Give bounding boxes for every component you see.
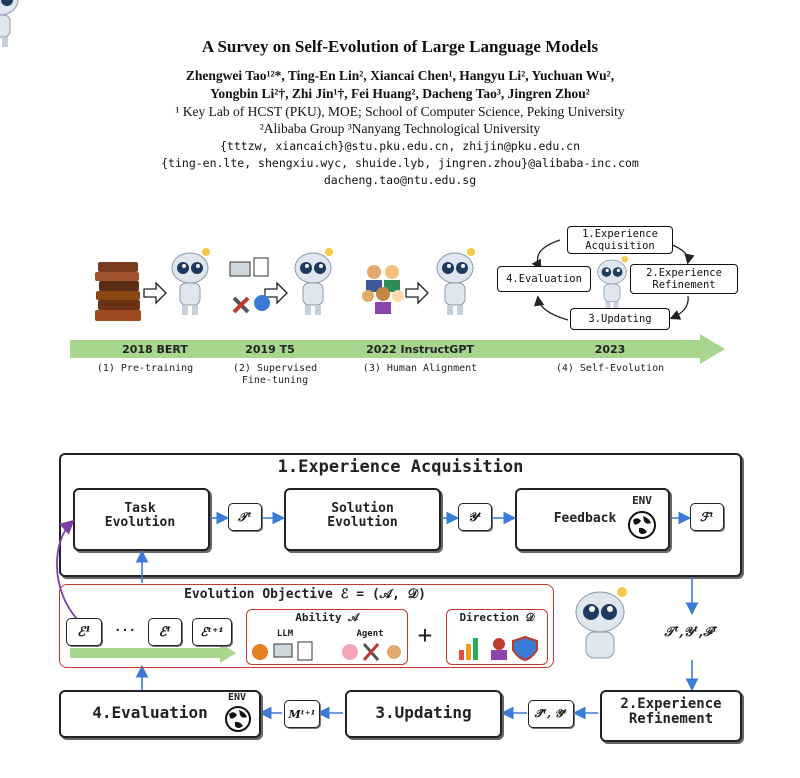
- tyf-symbols: 𝒯ᵗ,𝒴ᵗ,ℱᵗ: [664, 625, 718, 640]
- solution-evolution-box: [284, 488, 441, 551]
- email-line-2: {ting-en.lte, shengxiu.wyc, shuide.lyb, …: [161, 156, 639, 170]
- people-icon: [362, 265, 404, 314]
- authors-line-1: Zhengwei Tao¹²*, Ting-En Lin², Xiancai C…: [185, 68, 615, 83]
- updating-label: 3.Updating: [375, 703, 472, 722]
- refined-symbols: 𝒯̃ᵗ, 𝒴̃ᵗ: [528, 700, 574, 728]
- objective-et1: ℰᵗ⁺¹: [192, 618, 232, 646]
- timeline-graphics: [70, 239, 725, 364]
- task-evolution-label: Task Evolution: [104, 501, 176, 531]
- direction-label: Direction 𝒟: [459, 611, 535, 624]
- model-symbol: Mᵗ⁺¹: [284, 700, 320, 728]
- agent-label: Agent: [356, 629, 384, 639]
- solution-evolution-label: Solution Evolution: [327, 501, 398, 531]
- stage-label-1: (1) Pre-training: [96, 363, 194, 374]
- books-icon: [95, 262, 141, 321]
- objective-dots: ···: [114, 623, 136, 637]
- stage-year-2: 2019 T5: [245, 343, 295, 356]
- affiliation-1: ¹ Key Lab of HCST (PKU), MOE; School of …: [175, 104, 625, 119]
- direction-icons: [459, 635, 538, 662]
- acquisition-title: 1.Experience Acquisition: [277, 457, 524, 477]
- env-label-top: ENV: [632, 494, 652, 507]
- affiliation-2: ²Alibaba Group ³Nanyang Technological Un…: [259, 121, 541, 136]
- ability-box: [246, 609, 408, 665]
- env-label-bottom: ENV: [227, 692, 247, 703]
- feedback-box: [515, 488, 670, 551]
- evaluation-label: 4.Evaluation: [92, 703, 208, 722]
- stage-label-4: (4) Self-Evolution: [555, 363, 665, 374]
- objective-et: ℰᵗ: [148, 618, 182, 646]
- paper-title: A Survey on Self-Evolution of Large Lang…: [201, 37, 599, 56]
- robot-icons: [0, 0, 629, 316]
- email-line-1: {tttzw, xiancaich}@stu.pku.edu.cn, zhiji…: [219, 139, 581, 153]
- plus-sign: +: [417, 621, 433, 649]
- symbol-feedback: ℱᵗ: [690, 503, 724, 531]
- ability-icons: [252, 641, 401, 661]
- objective-title: Evolution Objective ℰ = (𝒜, 𝒟): [184, 587, 426, 602]
- direction-box: [446, 609, 548, 665]
- authors-line-2: Yongbin Li²†, Zhi Jin¹†, Fei Huang², Dac…: [210, 86, 590, 101]
- stage-year-3: 2022 InstructGPT: [366, 343, 474, 356]
- globe-icon: [225, 706, 251, 732]
- symbol-task: 𝒯ᵗ: [228, 503, 262, 531]
- cycle-step-refinement: 2.Experience Refinement: [630, 264, 738, 294]
- cycle-step-updating: 3.Updating: [570, 308, 670, 330]
- stage-label-2: (2) Supervised Fine-tuning: [232, 363, 318, 386]
- stage-label-3: (3) Human Alignment: [362, 363, 478, 374]
- ability-label: Ability 𝒜: [295, 611, 359, 624]
- cycle-step-evaluation: 4.Evaluation: [497, 266, 591, 292]
- objective-e1: ℰ¹: [66, 618, 102, 646]
- updating-box: [345, 690, 502, 738]
- stage-year-4: 2023: [594, 343, 626, 356]
- sft-icons: [229, 257, 270, 314]
- cycle-step-acquisition: 1.Experience Acquisition: [567, 226, 673, 254]
- refinement-label: 2.Experience Refinement: [620, 696, 722, 728]
- globe-icon: [628, 511, 656, 539]
- stage-year-1: 2018 BERT: [122, 343, 188, 356]
- robot-icon: [575, 587, 627, 659]
- feedback-label: Feedback: [553, 511, 617, 526]
- objective-panel: [59, 584, 554, 668]
- refinement-box: [600, 690, 742, 742]
- llm-label: LLM: [276, 629, 294, 639]
- email-line-3: dacheng.tao@ntu.edu.sg: [323, 173, 477, 187]
